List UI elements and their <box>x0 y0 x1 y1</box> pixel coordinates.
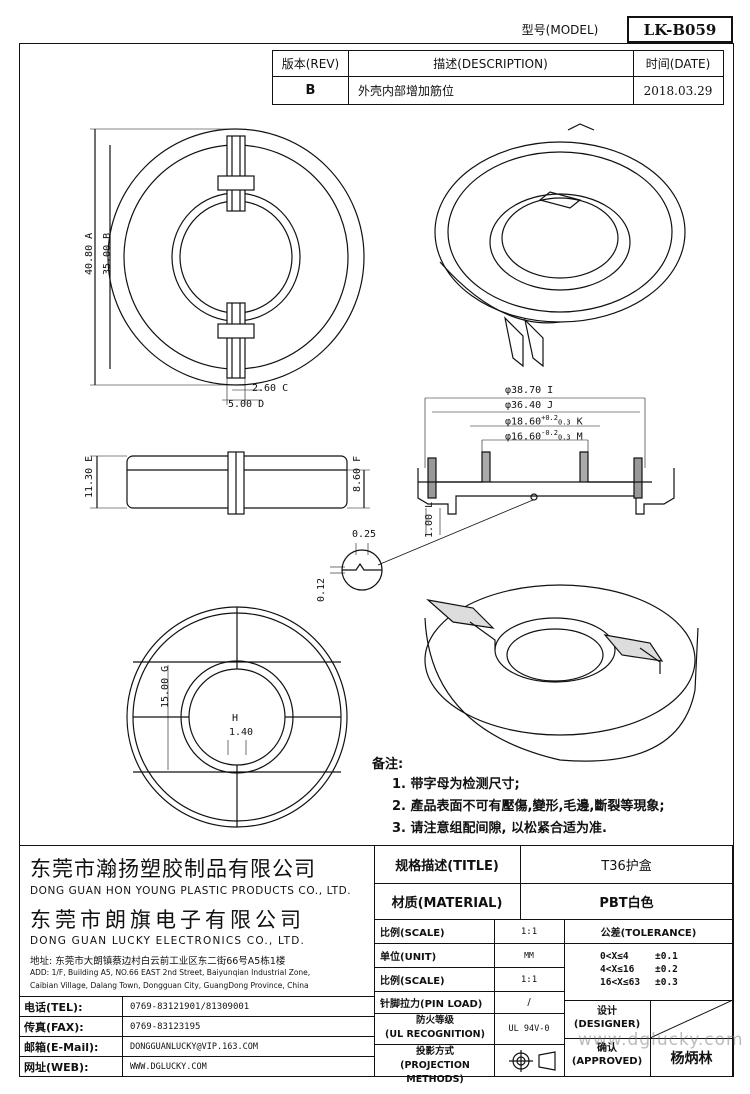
model-value-box: LK-B059 <box>627 16 733 43</box>
unit-value: MM <box>524 951 534 960</box>
dim-36-40: φ36.40 J <box>505 400 554 411</box>
mark-h: H <box>232 713 239 724</box>
dim-18-60: φ18.60+0.20.3 K <box>505 414 583 428</box>
pin-load-label: 针脚拉力(PIN LOAD) <box>380 999 483 1010</box>
projection-symbol-icon <box>509 1050 556 1072</box>
dim-35-00: 35.00 B <box>102 232 113 275</box>
desc-value: 外壳内部增加筋位 <box>358 84 455 98</box>
tol-row: 4<X≤16±0.2 <box>600 964 678 975</box>
date-value: 2018.03.29 <box>643 83 713 98</box>
front-view-drawing <box>90 451 370 515</box>
note-2: 2. 產品表面不可有壓傷,變形,毛邊,斷裂等現象; <box>392 799 665 814</box>
model-label: 型号(MODEL) <box>521 22 599 37</box>
contact-web-label: 网址(WEB): <box>24 1060 89 1074</box>
note-3: 3. 请注意组配间隙, 以松紧合适为准. <box>392 821 607 836</box>
notes-title: 备注: <box>372 757 404 772</box>
section-view-drawing <box>377 397 675 566</box>
contact-tel-value: 0769-83121901/81309001 <box>130 1001 250 1012</box>
bottom-view-drawing <box>126 606 348 828</box>
tolerance-label: 公差(TOLERANCE) <box>600 928 697 939</box>
rev-label: 版本(REV) <box>281 57 340 71</box>
title-label: 规格描述(TITLE) <box>395 859 499 874</box>
desc-label: 描述(DESCRIPTION) <box>433 57 548 71</box>
dim-0-12: 0.12 <box>316 577 327 602</box>
contact-web-value: WWW.DGLUCKY.COM <box>130 1061 207 1072</box>
scale-value: 1:1 <box>520 926 538 937</box>
scale-label: 比例(SCALE) <box>380 928 445 939</box>
company-address-en-1: ADD: 1/F, Building A5, NO.66 EAST 2nd St… <box>30 968 311 977</box>
isometric-view-1 <box>434 123 686 368</box>
dim-40-80: 40.80 A <box>84 232 95 275</box>
model-value: LK-B059 <box>643 20 717 39</box>
company-name-cn-1: 东莞市瀚扬塑胶制品有限公司 <box>30 857 316 881</box>
company-name-en-1: DONG GUAN HON YOUNG PLASTIC PRODUCTS CO.… <box>30 885 352 897</box>
scale2-label: 比例(SCALE) <box>380 976 445 987</box>
unit-label: 单位(UNIT) <box>380 952 437 963</box>
title-value: T36护盒 <box>601 859 652 874</box>
note-1: 1. 带字母为检测尺寸; <box>392 777 520 792</box>
company-address-cn: 地址: 东莞市大朗镇蔡边村白云前工业区东二街66号A5栋1楼 <box>30 956 286 967</box>
contact-tel-label: 电话(TEL): <box>24 1000 83 1014</box>
detail-circle-drawing <box>330 543 383 591</box>
dim-1-40: 1.40 <box>229 727 254 738</box>
company-address-en-2: Caibian Village, Dalang Town, Dongguan C… <box>30 981 309 990</box>
rev-value: B <box>305 83 316 98</box>
technical-drawing <box>90 123 699 828</box>
designer-cross-out <box>650 1000 733 1038</box>
company-name-cn-2: 东莞市朗旗电子有限公司 <box>30 908 305 932</box>
watermark: www.dglucky.com <box>578 1030 744 1050</box>
dim-16-60: φ16.60-0.20.3 M <box>505 429 583 443</box>
contact-fax-label: 传真(FAX): <box>24 1020 84 1034</box>
ul-label: 防火等级(UL RECOGNITION) <box>385 1015 485 1040</box>
dim-8-60: 8.60 F <box>352 455 363 492</box>
dim-38-70: φ38.70 I <box>505 385 554 396</box>
pin-load-value: / <box>527 997 531 1008</box>
dim-0-25: 0.25 <box>352 529 377 540</box>
spec-divider <box>374 845 375 1077</box>
dim-1-00: 1.00 L <box>424 501 435 538</box>
tol-row: 16<X≤63±0.3 <box>600 977 678 988</box>
scale2-value: 1:1 <box>520 974 538 985</box>
approved-label: 确认(APPROVED) <box>571 1043 643 1067</box>
contact-email-label: 邮箱(E-Mail): <box>24 1040 99 1054</box>
projection-label: 投影方式(PROJECTION METHODS) <box>400 1046 470 1085</box>
contact-email-value: DONGGUANLUCKY@VIP.163.COM <box>130 1041 258 1052</box>
dim-15-00: 15.00 G <box>160 665 171 708</box>
tolerance-table: 0<X≤4±0.1 4<X≤16±0.2 16<X≤63±0.3 <box>600 950 678 989</box>
title-block <box>19 845 733 1077</box>
designer-label: 设计(DESIGNER) <box>573 1006 641 1030</box>
ul-value: UL 94V-0 <box>508 1024 550 1034</box>
dim-2-60: 2.60 C <box>252 383 289 394</box>
material-value: PBT白色 <box>599 896 654 911</box>
date-label: 时间(DATE) <box>645 57 711 71</box>
top-view-drawing <box>90 128 365 405</box>
dim-5-00: 5.00 D <box>228 399 265 410</box>
approved-value: 杨炳林 <box>670 1050 713 1067</box>
dim-11-30: 11.30 E <box>84 455 95 498</box>
tol-row: 0<X≤4±0.1 <box>600 951 678 962</box>
header-top-rule <box>19 43 733 44</box>
frame-right <box>733 43 734 1077</box>
company-name-en-2: DONG GUAN LUCKY ELECTRONICS CO., LTD. <box>30 935 306 947</box>
contact-fax-value: 0769-83123195 <box>130 1021 201 1032</box>
isometric-view-2 <box>424 584 699 762</box>
revision-table: 版本(REV) 描述(DESCRIPTION) 时间(DATE) B 外壳内部增… <box>272 50 724 105</box>
material-label: 材质(MATERIAL) <box>391 896 503 911</box>
frame-left <box>19 43 20 1077</box>
